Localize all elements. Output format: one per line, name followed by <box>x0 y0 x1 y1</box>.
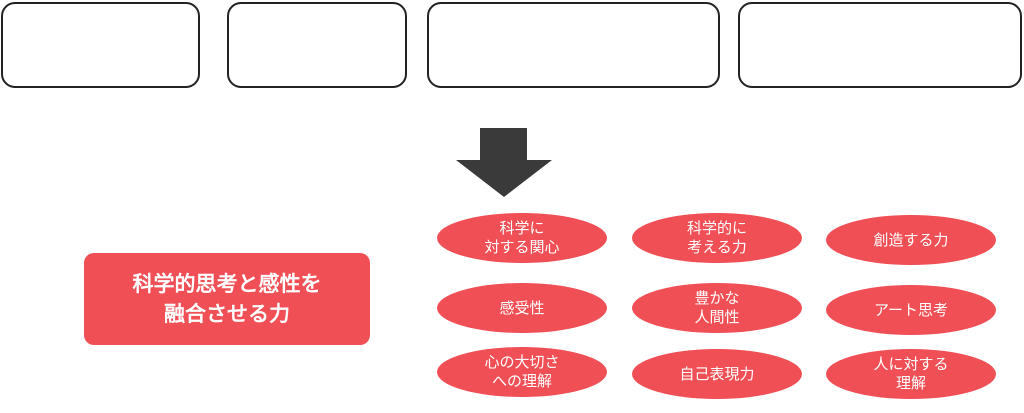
oval-self-expression: 自己表現力 <box>632 349 802 399</box>
oval-creativity: 創造する力 <box>826 215 996 265</box>
oval-line-1: 自己表現力 <box>679 364 755 383</box>
oval-sensitivity: 感受性 <box>437 283 607 333</box>
oval-line-1: 感受性 <box>499 298 545 317</box>
oval-line-1: 人に対する <box>873 355 949 373</box>
oval-line-2: 理解 <box>895 374 926 392</box>
down-arrow-icon <box>456 128 552 197</box>
top-box-2 <box>227 2 407 88</box>
oval-line-2: 対する関心 <box>484 238 560 256</box>
top-box-4 <box>738 2 1022 88</box>
oval-line-1: 科学に <box>499 219 545 237</box>
main-label: 科学的思考と感性を 融合させる力 <box>84 253 370 345</box>
oval-art-thinking: アート思考 <box>826 285 996 335</box>
oval-interest-in-science: 科学に 対する関心 <box>437 213 607 263</box>
oval-line-2: 考える力 <box>687 238 747 256</box>
oval-understanding-heart: 心の大切さ への理解 <box>437 347 607 397</box>
oval-line-1: 科学的に <box>686 219 747 237</box>
oval-line-1: 心の大切さ <box>484 353 560 371</box>
oval-understanding-others: 人に対する 理解 <box>826 349 996 399</box>
oval-rich-humanity: 豊かな 人間性 <box>632 283 802 333</box>
main-label-line-1: 科学的思考と感性を <box>132 272 322 296</box>
main-label-line-2: 融合させる力 <box>164 302 290 326</box>
oval-line-1: 豊かな <box>694 289 740 307</box>
oval-line-2: 人間性 <box>694 308 740 326</box>
oval-line-2: への理解 <box>491 372 552 390</box>
oval-line-1: 創造する力 <box>873 230 949 249</box>
oval-scientific-thinking: 科学的に 考える力 <box>632 213 802 263</box>
oval-line-1: アート思考 <box>873 300 949 319</box>
top-box-3 <box>427 2 720 88</box>
top-box-1 <box>1 2 200 88</box>
